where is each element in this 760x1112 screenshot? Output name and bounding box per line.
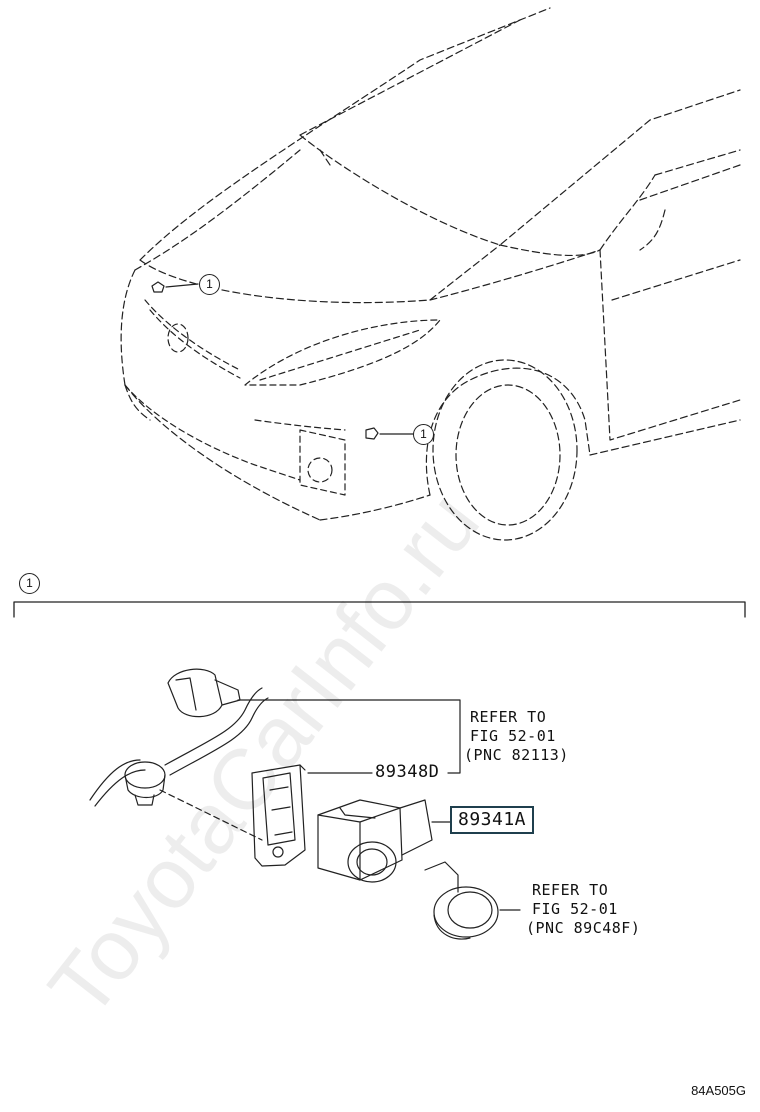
callout-marker-section: 1	[19, 573, 40, 594]
reference-lower-line3: (PNC 89C48F)	[526, 919, 641, 937]
grille	[144, 299, 241, 379]
callout-marker-lower: 1	[413, 424, 434, 445]
headlamp	[244, 319, 441, 386]
bumper	[124, 384, 346, 496]
reference-upper-line3: (PNC 82113)	[464, 746, 569, 764]
callout-marker-upper: 1	[199, 274, 220, 295]
retainer-part	[251, 764, 306, 867]
reference-lower-line2: FIG 52-01	[532, 900, 618, 918]
section-bracket	[13, 601, 746, 618]
wire-harness	[89, 668, 269, 807]
bezel-part	[424, 861, 499, 940]
reference-lower-line1: REFER TO	[532, 881, 609, 899]
reference-upper-line1: REFER TO	[470, 708, 547, 726]
sensor-part	[317, 799, 433, 883]
reference-upper-line2: FIG 52-01	[470, 727, 556, 745]
car-body-outline	[120, 7, 741, 521]
sensor-mark-front	[151, 281, 379, 440]
front-wheel	[432, 359, 578, 541]
figure-code: 84A505G	[691, 1083, 746, 1098]
part-number-sensor-highlighted[interactable]: 89341A	[450, 806, 535, 834]
part-number-retainer: 89348D	[375, 762, 440, 782]
